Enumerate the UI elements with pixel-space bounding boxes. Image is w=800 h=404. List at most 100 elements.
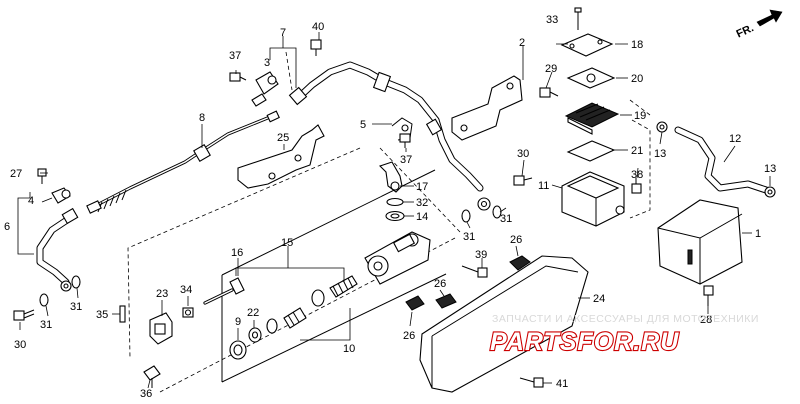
direction-arrow-icon xyxy=(756,9,783,27)
callout-26-mid: 26 xyxy=(434,278,446,290)
watermark-caption: ЗАПЧАСТИ И АКСЕССУАРЫ ДЛЯ МОТОТЕХНИКИ xyxy=(492,313,759,325)
fitting-4 xyxy=(51,187,71,204)
grommet-26-top xyxy=(509,255,531,271)
callout-16: 16 xyxy=(231,247,243,259)
washer-31-mid xyxy=(492,205,502,219)
oring-32 xyxy=(386,197,404,207)
callout-29: 29 xyxy=(545,63,557,75)
front-direction-label: FR. xyxy=(735,22,756,40)
secondary-cup xyxy=(266,318,278,334)
plate-20 xyxy=(566,67,616,89)
watermark-logo: PARTSFOR.RU xyxy=(490,328,679,356)
connector-17 xyxy=(378,161,403,193)
callout-15: 15 xyxy=(281,237,293,249)
hose-12 xyxy=(674,126,770,194)
master-cylinder-body xyxy=(364,231,431,285)
grommet-26-low xyxy=(405,295,425,311)
callout-26-top: 26 xyxy=(510,234,522,246)
callout-3: 3 xyxy=(264,57,270,69)
callout-17: 17 xyxy=(416,181,428,193)
callout-37-mid: 37 xyxy=(400,154,412,166)
washer-31-left-a xyxy=(39,293,49,307)
callout-1: 1 xyxy=(755,228,761,240)
nut-34 xyxy=(182,307,194,318)
callout-18: 18 xyxy=(631,39,643,51)
clamp-13-right xyxy=(764,186,776,198)
callout-31-left-b: 31 xyxy=(70,301,82,313)
callout-22: 22 xyxy=(247,307,259,319)
callout-6: 6 xyxy=(4,221,10,233)
callout-35: 35 xyxy=(96,309,108,321)
callout-31-left-a: 31 xyxy=(40,319,52,331)
grommet-26-mid xyxy=(435,293,457,309)
callout-23: 23 xyxy=(156,288,168,300)
callout-27: 27 xyxy=(10,168,22,180)
callout-2: 2 xyxy=(519,37,525,49)
washer-22 xyxy=(248,327,262,343)
washer-14 xyxy=(385,210,405,222)
front-direction-arrow: FR. xyxy=(735,9,783,41)
clamp-13-left xyxy=(656,121,668,133)
callout-4: 4 xyxy=(28,195,34,207)
brake-hose-7 xyxy=(288,61,491,211)
callout-34: 34 xyxy=(180,284,192,296)
bolt-30-mid xyxy=(513,175,533,186)
callout-30-left: 30 xyxy=(14,339,26,351)
diaphragm-19 xyxy=(564,102,620,135)
bolt-30-left xyxy=(13,309,35,321)
bracket-2 xyxy=(451,75,523,141)
clevis-23 xyxy=(149,312,173,345)
callout-12: 12 xyxy=(729,133,741,145)
callout-8: 8 xyxy=(199,112,205,124)
washer-31-left-b xyxy=(71,275,81,289)
callout-26-low: 26 xyxy=(403,330,415,342)
screw-33 xyxy=(574,7,582,30)
callout-30-mid: 30 xyxy=(517,148,529,160)
callout-40: 40 xyxy=(312,21,324,33)
bolt-28 xyxy=(703,285,714,306)
watermark: ЗАПЧАСТИ И АКСЕССУАРЫ ДЛЯ МОТОТЕХНИКИ PA… xyxy=(489,313,759,357)
bolt-41 xyxy=(519,377,544,388)
callout-39: 39 xyxy=(475,249,487,261)
callout-5: 5 xyxy=(360,119,366,131)
callout-20: 20 xyxy=(631,73,643,85)
callout-37-top: 37 xyxy=(229,50,241,62)
bolt-27 xyxy=(37,168,47,184)
reservoir-cover-1 xyxy=(657,199,743,285)
bolt-29 xyxy=(539,87,559,98)
bolt-36 xyxy=(143,365,161,388)
bolt-40 xyxy=(310,39,322,56)
callout-10: 10 xyxy=(343,343,355,355)
reservoir-cap-18 xyxy=(560,33,614,57)
piston-spring xyxy=(329,275,358,298)
callout-41: 41 xyxy=(556,378,568,390)
callout-13-left: 13 xyxy=(654,148,666,160)
callout-24: 24 xyxy=(593,293,605,305)
callout-numbers: 1 2 3 4 5 6 7 8 9 10 11 12 13 13 14 15 1… xyxy=(4,14,776,400)
side-cover-24 xyxy=(419,255,589,393)
push-rod-16 xyxy=(203,277,245,305)
washer-31-center xyxy=(461,209,471,223)
callout-7: 7 xyxy=(280,27,286,39)
callout-32: 32 xyxy=(416,197,428,209)
piston-cup xyxy=(311,289,325,307)
callout-25: 25 xyxy=(277,132,289,144)
callout-21: 21 xyxy=(631,145,643,157)
fitting-3 xyxy=(251,71,279,107)
brake-pipe-6 xyxy=(36,207,79,292)
callout-13-right: 13 xyxy=(764,163,776,175)
callout-36: 36 xyxy=(140,388,152,400)
plate-21 xyxy=(566,140,616,162)
brake-hose-8 xyxy=(86,110,280,214)
callout-38: 38 xyxy=(631,169,643,181)
callout-11: 11 xyxy=(538,180,549,192)
leader-lines xyxy=(17,32,771,389)
boot-9 xyxy=(229,340,247,360)
callout-33: 33 xyxy=(546,14,558,26)
bolt-39 xyxy=(461,265,488,278)
bolt-38 xyxy=(631,178,642,194)
callout-31-mid: 31 xyxy=(500,213,512,225)
callout-14: 14 xyxy=(416,211,428,223)
callout-9: 9 xyxy=(235,316,241,328)
